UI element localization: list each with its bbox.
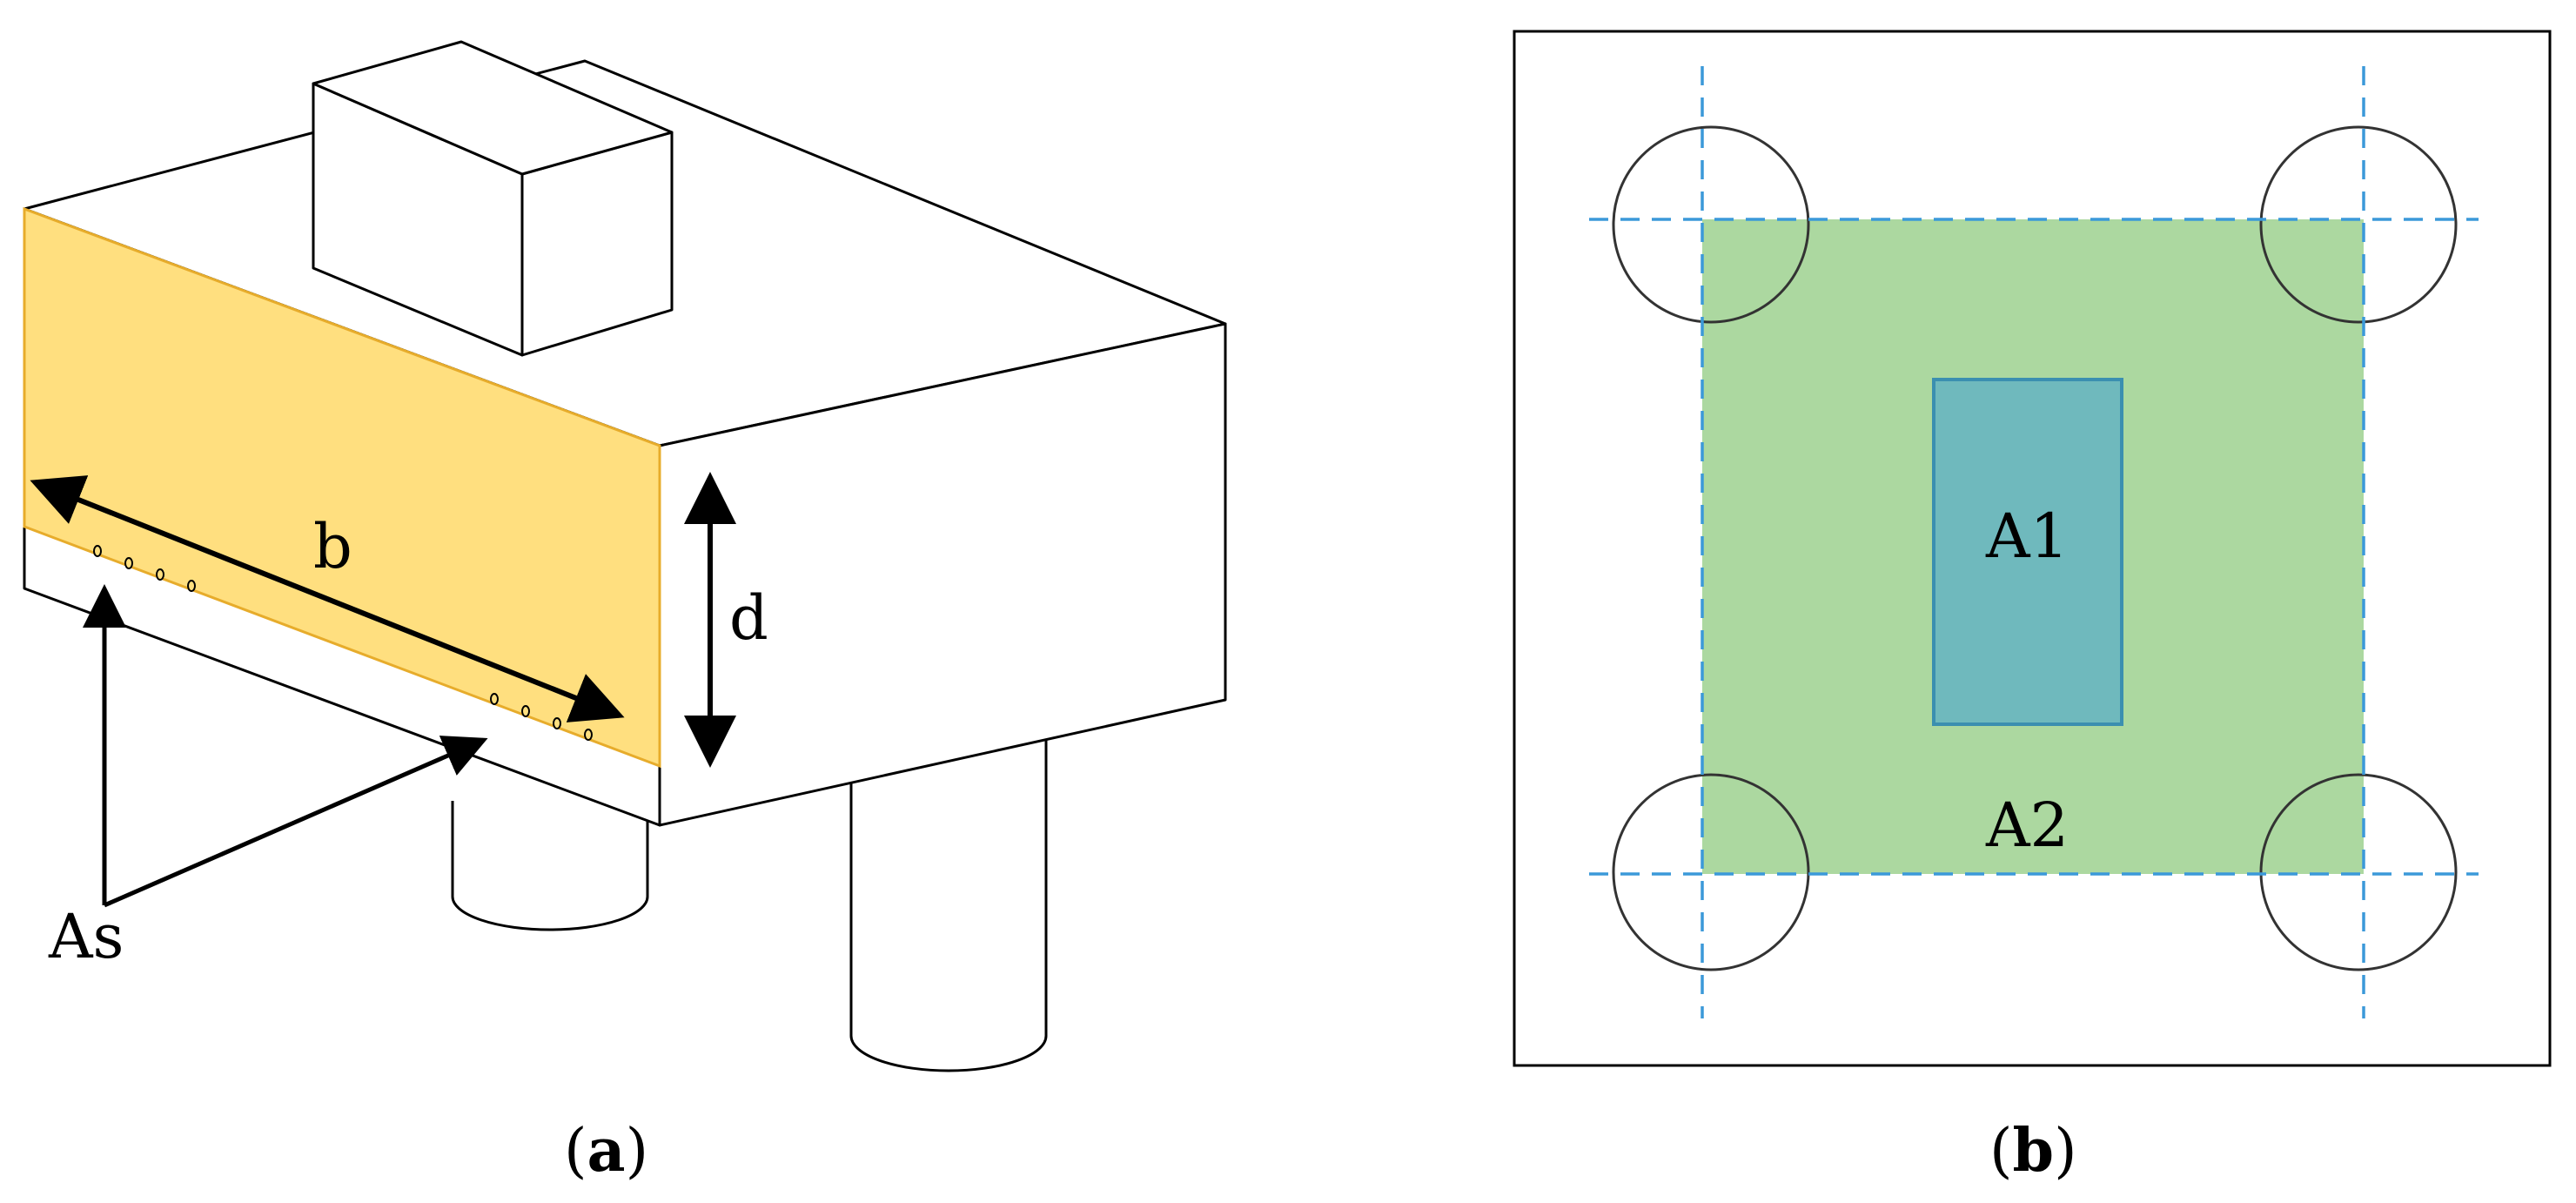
rebar (521, 705, 530, 717)
pile-circles (1612, 125, 2458, 971)
label-as: As (48, 901, 124, 972)
rebar (187, 580, 196, 592)
pile-circle-bottom-right (2259, 773, 2458, 971)
caption-a: (a) (564, 1116, 648, 1186)
label-b: b (313, 511, 352, 582)
pile-circle-top-right (2259, 125, 2458, 324)
pile-circle-top-left (1612, 125, 1810, 324)
label-a1: A1 (1985, 501, 2069, 572)
as-arrow-right (104, 736, 488, 908)
dimension-b-arrow (30, 475, 625, 722)
rebar (584, 729, 593, 741)
caption-b: (b) (1989, 1116, 2077, 1186)
panel-a: b d As (a) (23, 40, 1227, 1186)
label-a2: A2 (1985, 790, 2069, 861)
panel-b: A1 A2 (b) (1513, 30, 2552, 1186)
rebar (490, 693, 499, 705)
rebar (553, 717, 561, 729)
rebar (156, 568, 164, 581)
pile-circle-bottom-left (1612, 773, 1810, 971)
rebar (124, 557, 133, 569)
axis-lines (1589, 66, 2479, 1018)
label-d: d (729, 582, 768, 654)
column-top-face (312, 40, 674, 176)
rebar (93, 545, 102, 557)
area-a1 (1932, 378, 2123, 726)
column (312, 40, 674, 357)
pile-right (849, 740, 1048, 1072)
pile-left (451, 801, 649, 931)
